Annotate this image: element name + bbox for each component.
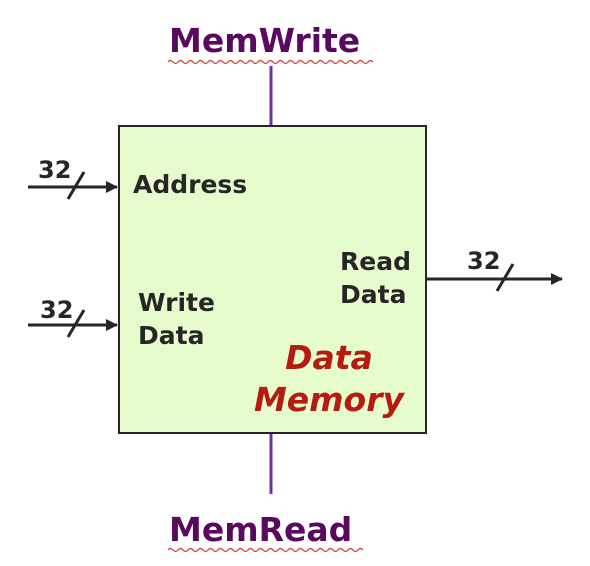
address-bus-width: 32 (38, 156, 72, 184)
write-data-port-label: Write Data (138, 286, 215, 352)
write-data-bus-slash (66, 309, 86, 338)
data-memory-title-line2: Memory (253, 380, 405, 419)
read-data-label-line1: Read (340, 247, 411, 276)
memwrite-spellcheck-squiggle (168, 59, 374, 65)
read-data-bus-slash (495, 263, 515, 292)
address-port-label: Address (133, 170, 248, 199)
read-data-bus-width: 32 (467, 247, 501, 275)
data-memory-title: Data Memory (246, 337, 412, 421)
memread-spellcheck-squiggle (168, 547, 364, 553)
data-memory-block (118, 125, 427, 434)
address-bus-slash (66, 171, 86, 200)
memwrite-label: MemWrite (169, 21, 361, 60)
read-data-label-line2: Data (340, 280, 407, 309)
read-data-port-label: Read Data (340, 245, 411, 311)
data-memory-title-line1: Data (285, 338, 373, 377)
write-data-label-line2: Data (138, 321, 205, 350)
memread-label: MemRead (169, 510, 353, 549)
write-data-label-line1: Write (138, 288, 215, 317)
write-data-bus-width: 32 (40, 296, 74, 324)
